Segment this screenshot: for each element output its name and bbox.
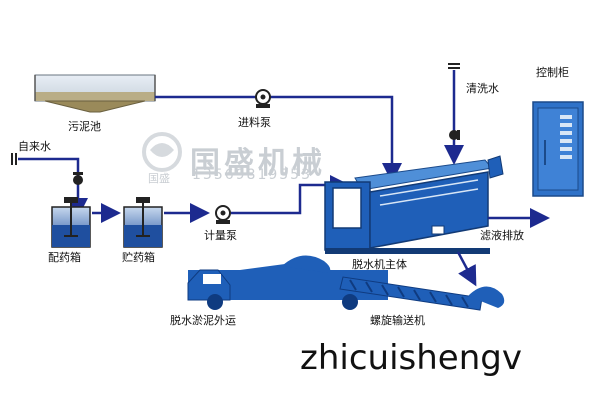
label-sludge-transport: 脱水淤泥外运 <box>170 314 236 327</box>
watermark <box>142 132 182 172</box>
label-sludge-tank: 污泥池 <box>68 120 101 133</box>
label-tap-water: 自来水 <box>18 140 51 153</box>
label-feed-pump: 进料泵 <box>238 116 271 129</box>
watermark-brand: 国盛机械 <box>190 146 326 181</box>
label-filtrate-discharge: 滤液排放 <box>480 229 524 242</box>
feed-pump-icon <box>255 89 271 108</box>
metering-pump-icon <box>215 205 231 224</box>
footer-text: zhicuishengv <box>300 338 522 378</box>
dewatering-machine <box>324 155 504 254</box>
tap-water-valve-icon <box>73 172 83 185</box>
watermark-small: 国盛 <box>148 172 170 185</box>
sludge-tank <box>34 74 156 113</box>
sludge-to-conveyor-pipe <box>456 251 477 287</box>
sludge-feed-pipe <box>155 95 402 183</box>
tap-water-inlet-icon <box>11 153 17 165</box>
label-metering-pump: 计量泵 <box>204 229 237 242</box>
label-dewatering-main: 脱水机主体 <box>352 258 407 271</box>
watermark-phone: 13569819553 <box>192 167 312 183</box>
rinse-water-valve-icon <box>449 130 460 140</box>
screw-conveyor <box>339 276 505 311</box>
label-dosing-tank: 配药箱 <box>48 251 81 264</box>
storage-tank <box>123 197 163 248</box>
metering-to-machine-pipe <box>231 175 350 215</box>
tap-water-pipe <box>18 157 88 218</box>
rinse-water-inlet-icon <box>448 63 460 69</box>
dosing-tank <box>51 197 91 248</box>
control-cabinet <box>532 101 584 197</box>
label-rinse-water: 清洗水 <box>466 82 499 95</box>
label-screw-conveyor: 螺旋输送机 <box>370 314 425 327</box>
label-control-cabinet: 控制柜 <box>536 66 569 79</box>
label-storage-tank: 贮药箱 <box>122 251 155 264</box>
